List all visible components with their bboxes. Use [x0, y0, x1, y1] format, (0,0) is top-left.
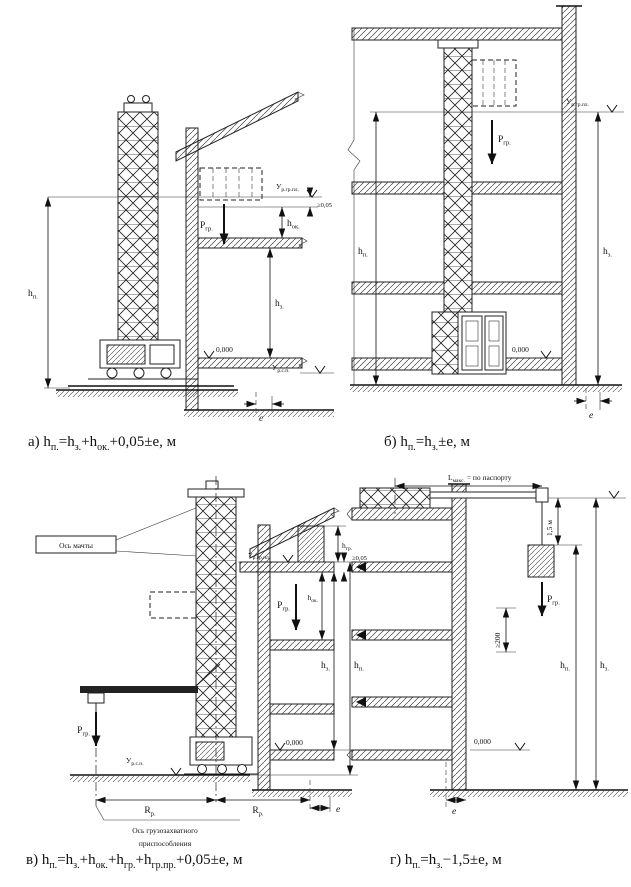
label-p-gr-g: Pгр. — [547, 595, 560, 607]
ground-b — [350, 384, 622, 392]
caption-v: в) hп.=hз.+hок.+hгр.+hгр.пр.+0,05±e, м — [26, 852, 243, 871]
label-h-z-g: hз. — [600, 661, 609, 673]
caption-b: б) hп.=hз.±e, м — [384, 434, 471, 453]
dimensions-b: Ур.гр.пл. Pгр. hп. hз. 0,000 e — [358, 97, 624, 421]
label-p-gr-v-left: Pгр. — [77, 726, 90, 738]
label-h-p-b: hп. — [358, 247, 368, 259]
mast-axis-callout-v: Ось мачты — [35, 507, 197, 557]
label-h-z-b: hз. — [603, 247, 612, 259]
dimensions-v: Ур.гр.пл. hгр. ≥0,05 hок. Pгр. hз. hп. 0… — [77, 476, 367, 848]
label-e-g: e — [452, 807, 456, 817]
label-h-ok-v: hок. — [307, 593, 318, 604]
dimensions-g: Lмакс. = по паспорту 1,5 м hп. hз. Pгр. … — [395, 473, 626, 817]
label-l-max-g: Lмакс. = по паспорту — [448, 473, 512, 484]
platform-opening-a — [199, 167, 263, 201]
label-one-five-g: 1,5 м — [545, 520, 554, 536]
figure-b: Ур.гр.пл. Pгр. hп. hз. 0,000 e — [347, 5, 624, 421]
label-e-a: e — [259, 414, 263, 424]
ground-v — [70, 774, 358, 782]
hoist-mast-b — [437, 39, 479, 359]
hoist-base-a — [68, 339, 234, 387]
hoist-mast-a — [117, 95, 159, 341]
label-zero-b: 0,000 — [512, 345, 529, 354]
caption-g: г) hп.=hз.−1,5±e, м — [390, 852, 502, 871]
hoist-cage-b — [431, 311, 507, 375]
building-g — [346, 483, 470, 791]
label-gap005-a: ≥0,05 — [317, 202, 332, 209]
label-e-v: e — [336, 805, 340, 815]
figure-g: Lмакс. = по паспорту 1,5 м hп. hз. Pгр. … — [346, 473, 628, 817]
label-r-right-v: Rр. — [252, 806, 264, 818]
figure-v: Ось мачты У — [35, 476, 367, 848]
label-e-b: e — [589, 411, 593, 421]
label-zero-a: 0,000 — [216, 345, 233, 354]
label-gap005-v: ≥0,05 — [352, 555, 367, 562]
building-a — [175, 91, 334, 417]
ground-a — [56, 389, 238, 397]
label-zero-v: 0,000 — [286, 738, 303, 747]
label-h-ok-a: hок. — [287, 219, 300, 231]
label-level-stand-v: Ур.с.п. — [126, 756, 144, 767]
label-p-gr-a: Pгр. — [200, 221, 213, 233]
label-level-platform-v: Ур.гр.пл. — [248, 552, 271, 561]
building-v — [249, 507, 352, 797]
hoist-base-v — [184, 736, 258, 775]
label-p-gr-b: Pгр. — [498, 135, 511, 147]
label-p-gr-v-right: Pгр. — [277, 601, 290, 613]
label-zero-g: 0,000 — [474, 737, 491, 746]
label-h-z-v: hз. — [321, 661, 330, 673]
platform-b — [471, 59, 517, 107]
figure-a: Ур.гр.пл. ≥0,05 hок. hз. hп. Pгр. 0,000 … — [28, 91, 334, 424]
caption-a: а) hп.=hз.+hок.+0,05±e, м — [28, 434, 177, 453]
dimensions-a: Ур.гр.пл. ≥0,05 hок. hз. hп. Pгр. 0,000 … — [28, 182, 334, 424]
ground-g — [430, 789, 628, 797]
label-gap200-g: ≥200 — [493, 632, 502, 648]
label-level-platform-a: Ур.гр.пл. — [276, 182, 300, 193]
label-level-platform-b: Ур.гр.пл. — [566, 97, 590, 108]
label-h-p-v: hп. — [354, 661, 364, 673]
label-load-axis-1: Ось грузозахватного — [132, 826, 198, 835]
label-h-z-a: hз. — [275, 299, 284, 311]
label-r-left-v: Rр. — [144, 806, 156, 818]
label-level-stand-a: Ур.с.п. — [272, 363, 290, 374]
platform-v — [149, 525, 335, 619]
label-h-gr-v: hгр. — [342, 541, 353, 552]
label-h-p-a: hп. — [28, 289, 38, 301]
label-mast-axis: Ось мачты — [59, 541, 93, 550]
label-load-axis-2: приспособления — [139, 839, 192, 848]
label-h-p-g: hп. — [560, 661, 570, 673]
